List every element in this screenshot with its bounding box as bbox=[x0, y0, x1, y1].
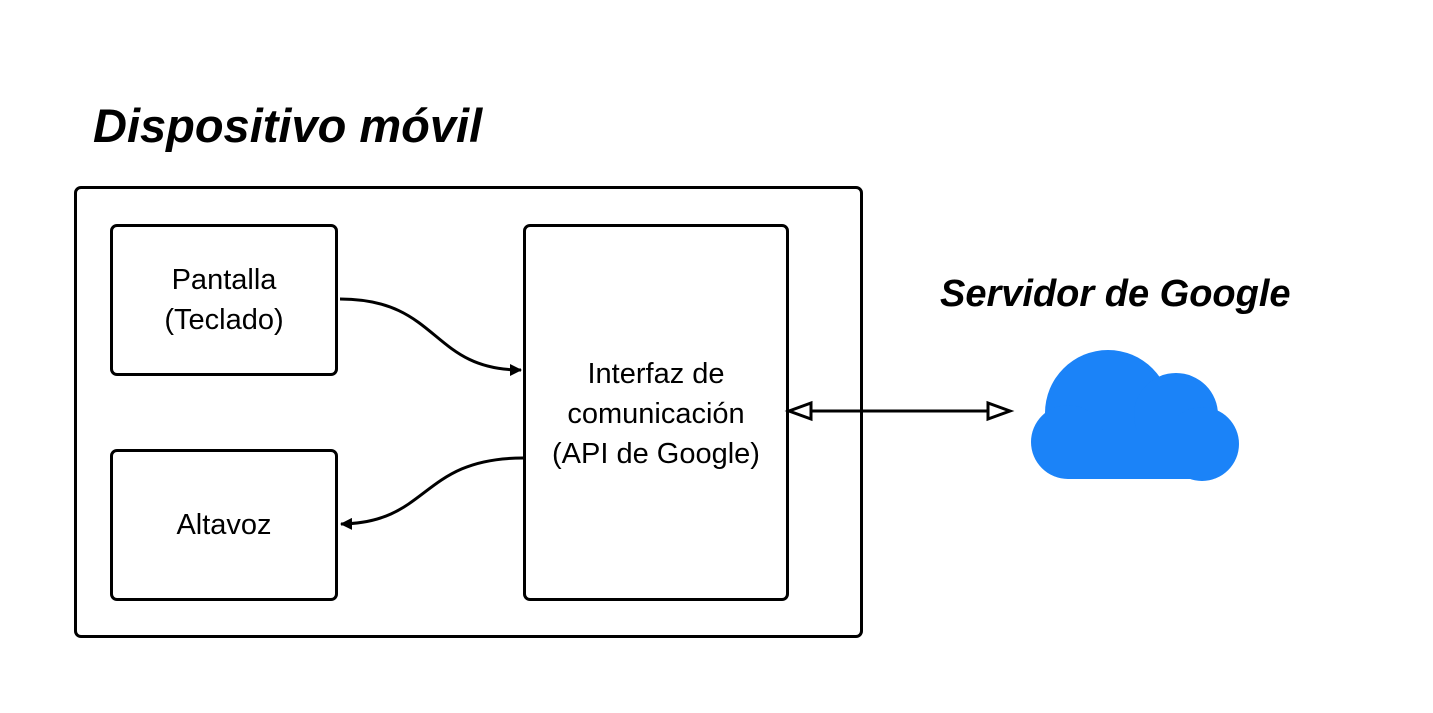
interfaz-label-line1: Interfaz de bbox=[587, 358, 725, 390]
altavoz-label: Altavoz bbox=[176, 509, 272, 541]
cloud-icon bbox=[1031, 350, 1239, 481]
interfaz-label-line3: (API de Google) bbox=[552, 438, 760, 470]
pantalla-label: Pantalla bbox=[171, 264, 277, 296]
pantalla-box: Pantalla (Teclado) bbox=[110, 224, 338, 376]
interfaz-to-altavoz-arrow bbox=[340, 456, 524, 530]
interfaz-server-bidirectional-arrow bbox=[784, 400, 1015, 422]
altavoz-box: Altavoz bbox=[110, 449, 338, 601]
interfaz-box: Interfaz de comunicación (API de Google) bbox=[523, 224, 789, 601]
teclado-label: (Teclado) bbox=[164, 304, 284, 336]
interfaz-label-line2: comunicación bbox=[567, 398, 745, 430]
device-title: Dispositivo móvil bbox=[93, 99, 483, 152]
server-title: Servidor de Google bbox=[940, 273, 1291, 315]
pantalla-to-interfaz-arrow bbox=[339, 297, 522, 376]
